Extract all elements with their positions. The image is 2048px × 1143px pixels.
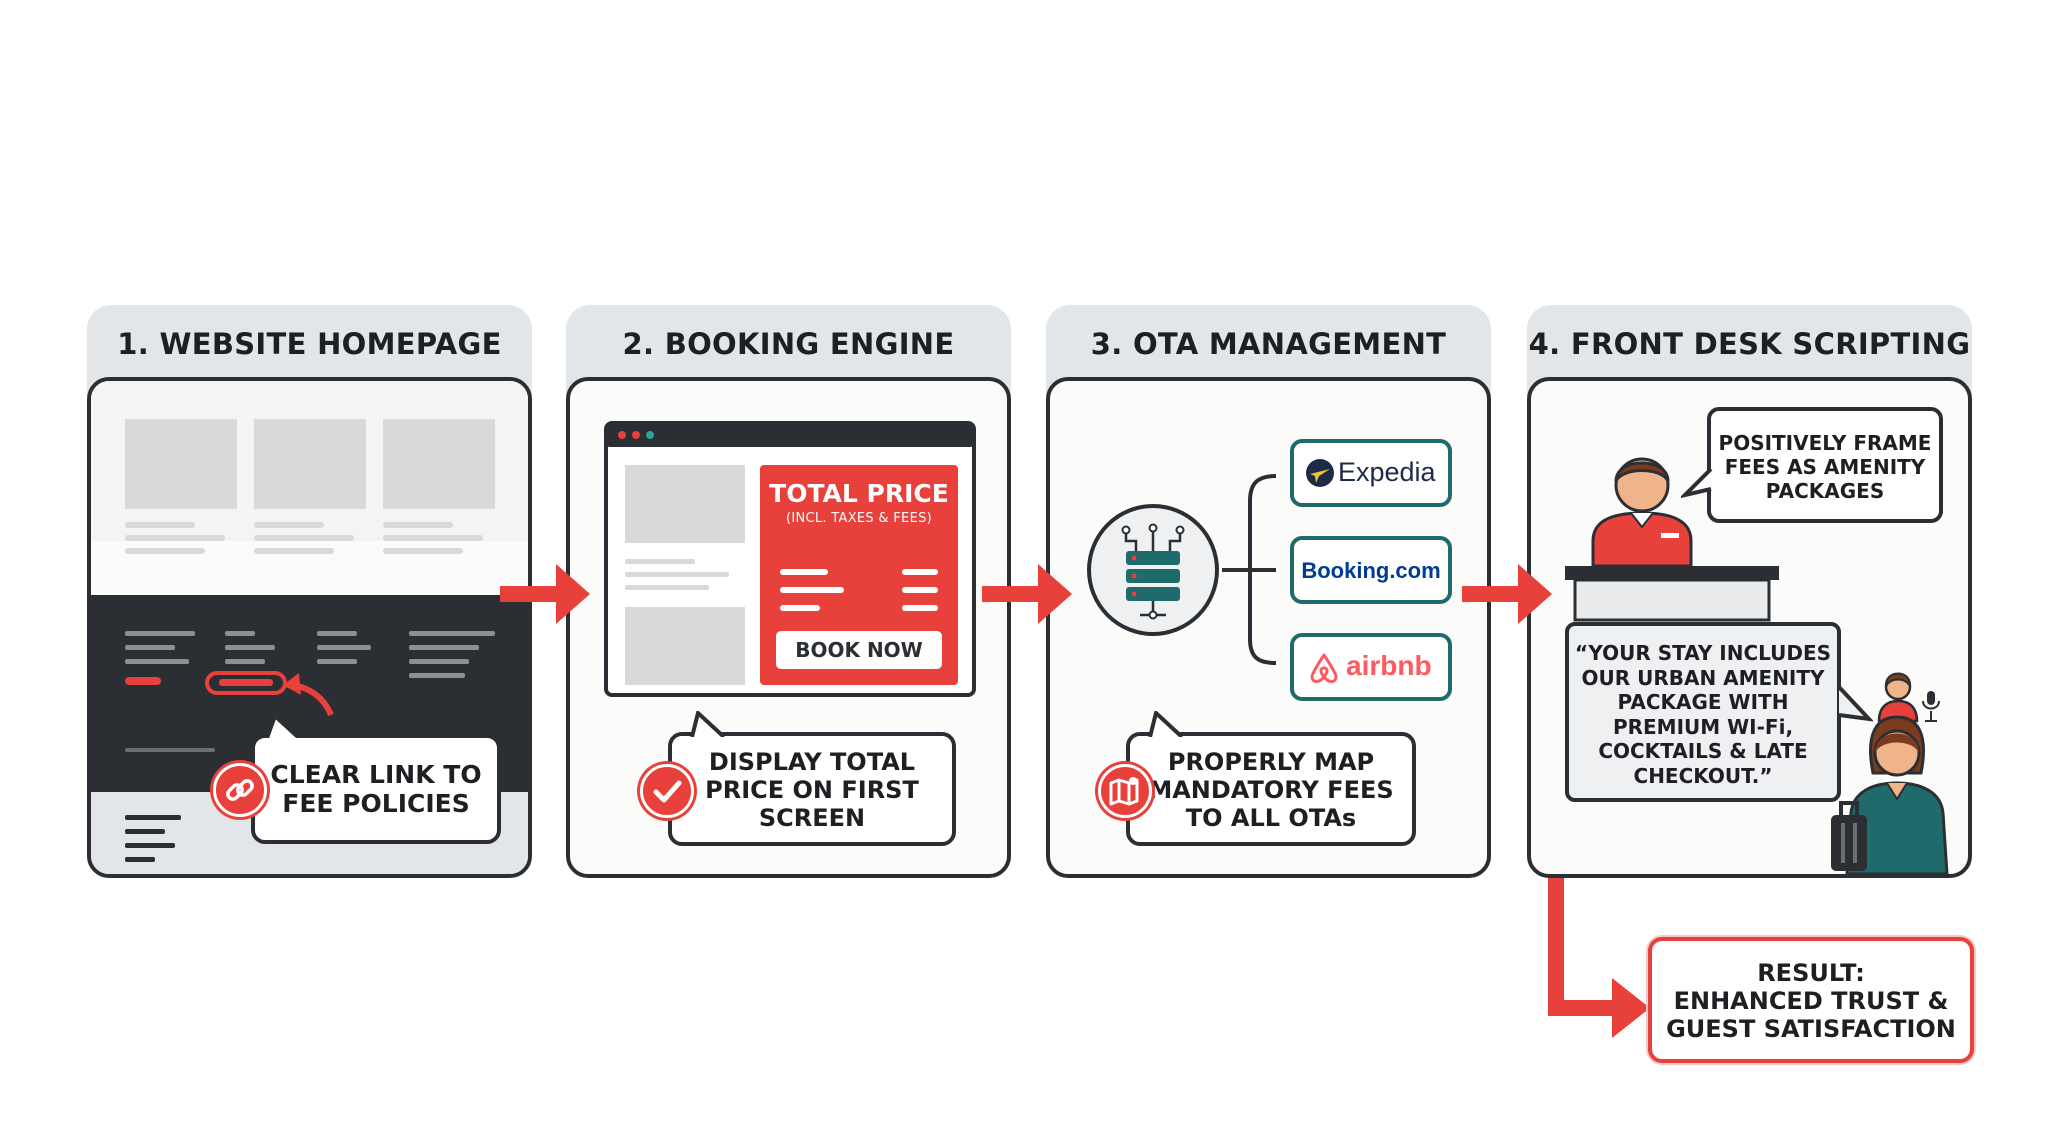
step-title: 3. OTA MANAGEMENT: [1090, 327, 1447, 361]
total-price-title: TOTAL PRICE: [769, 479, 949, 508]
callout-line: SCREEN: [758, 804, 866, 832]
guest-script-quote-bubble: “YOUR STAY INCLUDES OUR URBAN AMENITY PA…: [1565, 622, 1841, 802]
total-price-subtitle: (INCL. TAXES & FEES): [785, 511, 933, 526]
step-illustration-box: CLEAR LINK TO FEE POLICIES: [87, 377, 532, 878]
bubble-pointer: [1681, 467, 1713, 498]
quote-line: CHECKOUT.”: [1633, 763, 1773, 788]
step-panel-front-desk-scripting: 4. FRONT DESK SCRIPTING: [1527, 305, 1972, 878]
result-line: GUEST SATISFACTION: [1666, 1015, 1956, 1043]
step-illustration-box: POSITIVELY FRAME FEES AS AMENITY PACKAGE…: [1527, 377, 1972, 878]
step-illustration-box: TOTAL PRICE (INCL. TAXES & FEES) BOOK NO…: [566, 377, 1011, 878]
ota-name: Expedia: [1338, 457, 1436, 487]
callout-line: FEE POLICIES: [282, 789, 470, 818]
quote-line: PACKAGE WITH: [1617, 690, 1789, 714]
book-now-button[interactable]: BOOK NOW: [776, 631, 942, 669]
quote-line: “YOUR STAY INCLUDES: [1574, 641, 1832, 665]
result-line: RESULT:: [1757, 959, 1865, 987]
callout-pointer: [1148, 711, 1184, 737]
tip-line: PACKAGES: [1765, 479, 1885, 503]
total-price-callout: DISPLAY TOTAL PRICE ON FIRST SCREEN: [668, 732, 956, 846]
callout-line: PROPERLY MAP: [1167, 748, 1375, 776]
flow-arrow-2-to-3: [982, 564, 1072, 624]
map-icon-badge: [1098, 764, 1152, 818]
step-illustration-box: Expedia Booking.com airbnb PROPERLY MAP …: [1046, 377, 1491, 878]
step-title: 2. BOOKING ENGINE: [622, 327, 955, 361]
flow-arrow-1-to-2: [500, 564, 590, 624]
framing-tip-bubble: POSITIVELY FRAME FEES AS AMENITY PACKAGE…: [1707, 407, 1943, 523]
flow-arrow-to-result: [1548, 878, 1650, 1038]
callout-line: TO ALL OTAs: [1185, 804, 1357, 832]
quote-bubble-pointer: [1837, 685, 1873, 722]
callout-line: CLEAR LINK TO: [270, 760, 482, 789]
channel-manager-illustration: [1087, 474, 1277, 665]
callout-line: PRICE ON FIRST: [705, 776, 919, 804]
browser-window-illustration: [604, 421, 976, 697]
flow-arrow-3-to-4: [1462, 564, 1552, 624]
ota-name: Booking.com: [1301, 558, 1441, 583]
checkmark-icon-badge: [640, 764, 694, 818]
checkmark-icon: [653, 780, 682, 803]
callout-pointer: [265, 714, 301, 738]
ota-fee-mapping-callout: PROPERLY MAP MANDATORY FEES TO ALL OTAs: [1126, 732, 1416, 846]
callout-pointer: [690, 711, 726, 737]
ota-logo-expedia: Expedia: [1290, 439, 1452, 507]
quote-line: COCKTAILS & LATE: [1598, 739, 1808, 763]
airbnb-logo-icon: [1310, 653, 1338, 683]
step-panel-website-homepage: 1. WEBSITE HOMEPAGE: [87, 305, 532, 878]
ota-name: airbnb: [1346, 650, 1432, 681]
callout-line: MANDATORY FEES: [1148, 776, 1394, 804]
step-panel-booking-engine: 2. BOOKING ENGINE TOTAL PRICE (INCL. TAX…: [566, 305, 1011, 878]
fee-policy-link-callout: CLEAR LINK TO FEE POLICIES: [251, 734, 501, 844]
callout-line: DISPLAY TOTAL: [708, 748, 916, 776]
step-title: 4. FRONT DESK SCRIPTING: [1528, 327, 1971, 361]
tip-line: FEES AS AMENITY: [1724, 455, 1926, 479]
link-icon: [226, 779, 254, 801]
step-title: 1. WEBSITE HOMEPAGE: [117, 327, 502, 361]
ota-logo-airbnb: airbnb: [1290, 633, 1452, 701]
quote-line: PREMIUM WI-Fi,: [1612, 714, 1794, 739]
result-line: ENHANCED TRUST &: [1673, 987, 1949, 1015]
front-desk-illustration: [1565, 457, 1949, 874]
ota-logo-booking: Booking.com: [1290, 536, 1452, 604]
quote-line: OUR URBAN AMENITY: [1581, 665, 1825, 690]
step-panel-ota-management: 3. OTA MANAGEMENT Expedia: [1046, 305, 1491, 878]
map-icon: [1109, 777, 1139, 806]
link-icon-badge: [213, 763, 267, 817]
result-box: RESULT: ENHANCED TRUST & GUEST SATISFACT…: [1648, 937, 1974, 1063]
tip-line: POSITIVELY FRAME: [1718, 431, 1932, 455]
expedia-plane-icon: [1306, 459, 1334, 487]
